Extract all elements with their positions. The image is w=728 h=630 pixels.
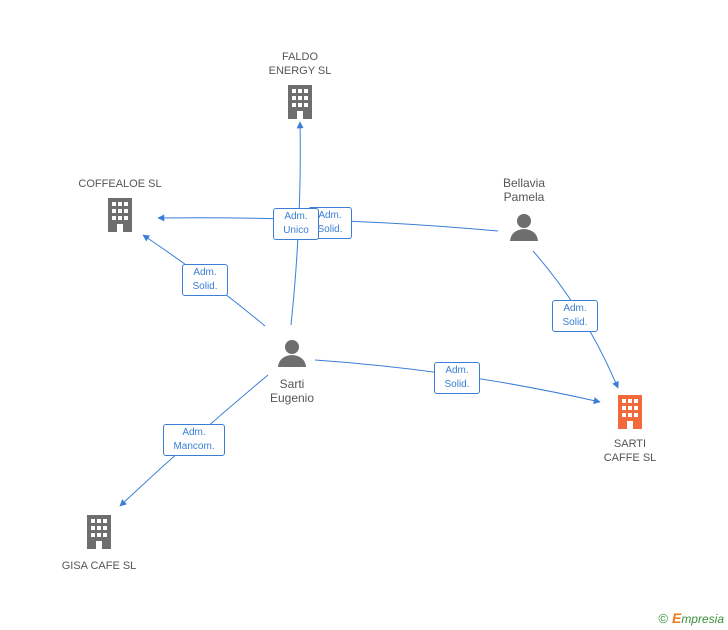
copyright-icon: ©	[658, 611, 668, 626]
node-bellavia-pamela[interactable]: Bellavia Pamela	[480, 176, 568, 247]
person-icon	[510, 214, 538, 241]
node-coffealoe[interactable]: COFFEALOE SL	[60, 177, 180, 238]
building-icon	[288, 85, 312, 119]
brand-initial: E	[671, 610, 682, 626]
edge-label-eugenio-gisa[interactable]: Adm. Mancom.	[163, 424, 225, 456]
node-label: SARTI CAFFE SL	[603, 438, 657, 464]
node-sarti-caffe[interactable]: SARTI CAFFE SL	[585, 394, 675, 465]
node-gisa-cafe[interactable]: GISA CAFE SL	[43, 514, 155, 573]
node-sarti-eugenio[interactable]: Sarti Eugenio	[250, 338, 334, 405]
edge-label-eugenio-coffealoe[interactable]: Adm. Solid.	[182, 264, 228, 296]
brand-name: mpresia	[681, 612, 724, 626]
building-icon	[87, 515, 111, 549]
building-icon	[618, 395, 642, 429]
edge-label-eugenio-faldo[interactable]: Adm. Unico	[273, 208, 319, 240]
edge-label-bellavia-sarti-caffe[interactable]: Adm. Solid.	[552, 300, 598, 332]
person-icon	[278, 340, 306, 367]
node-label: Bellavia Pamela	[502, 176, 546, 204]
node-label: FALDO ENERGY SL	[268, 51, 332, 77]
building-icon	[108, 198, 132, 232]
node-label: Sarti Eugenio	[269, 377, 315, 405]
brand-watermark: ©Empresia	[658, 610, 724, 626]
edge-label-eugenio-sarti-caffe[interactable]: Adm. Solid.	[434, 362, 480, 394]
node-label: COFFEALOE SL	[78, 178, 162, 190]
node-label: GISA CAFE SL	[61, 560, 137, 572]
node-faldo-energy[interactable]: FALDO ENERGY SL	[250, 50, 350, 125]
